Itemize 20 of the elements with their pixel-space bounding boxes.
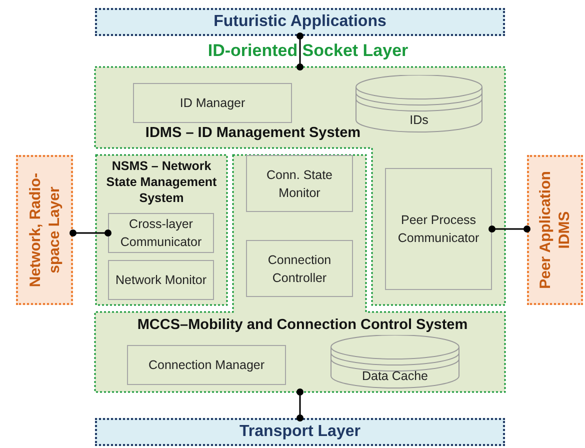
external-layer-box: Peer Application IDMS (527, 155, 583, 305)
layer-box: Futuristic Applications (95, 8, 505, 36)
connector-line (296, 388, 304, 422)
component-box: Cross-layer Communicator (108, 213, 214, 253)
connector-line (70, 230, 112, 236)
layer-box: Transport Layer (95, 418, 505, 446)
component-box: Connection Manager (127, 345, 286, 385)
component-box: ID Manager (133, 83, 292, 123)
component-box: Network Monitor (108, 260, 214, 300)
component-box: Conn. State Monitor (246, 155, 353, 212)
component-label: IDs (408, 112, 430, 130)
connector-line (296, 32, 304, 70)
external-layer-box: Network, Radio-space Layer (16, 155, 73, 305)
subsystem-title: NSMS – Network State Management System (105, 158, 218, 206)
component-label: Data Cache (360, 368, 429, 386)
component-box: Connection Controller (246, 240, 353, 297)
component-box: Peer Process Communicator (385, 168, 492, 290)
connector-line (488, 226, 530, 232)
subsystem-title: MCCS–Mobility and Connection Control System (136, 316, 469, 335)
subsystem-title: IDMS – ID Management System (144, 124, 362, 143)
